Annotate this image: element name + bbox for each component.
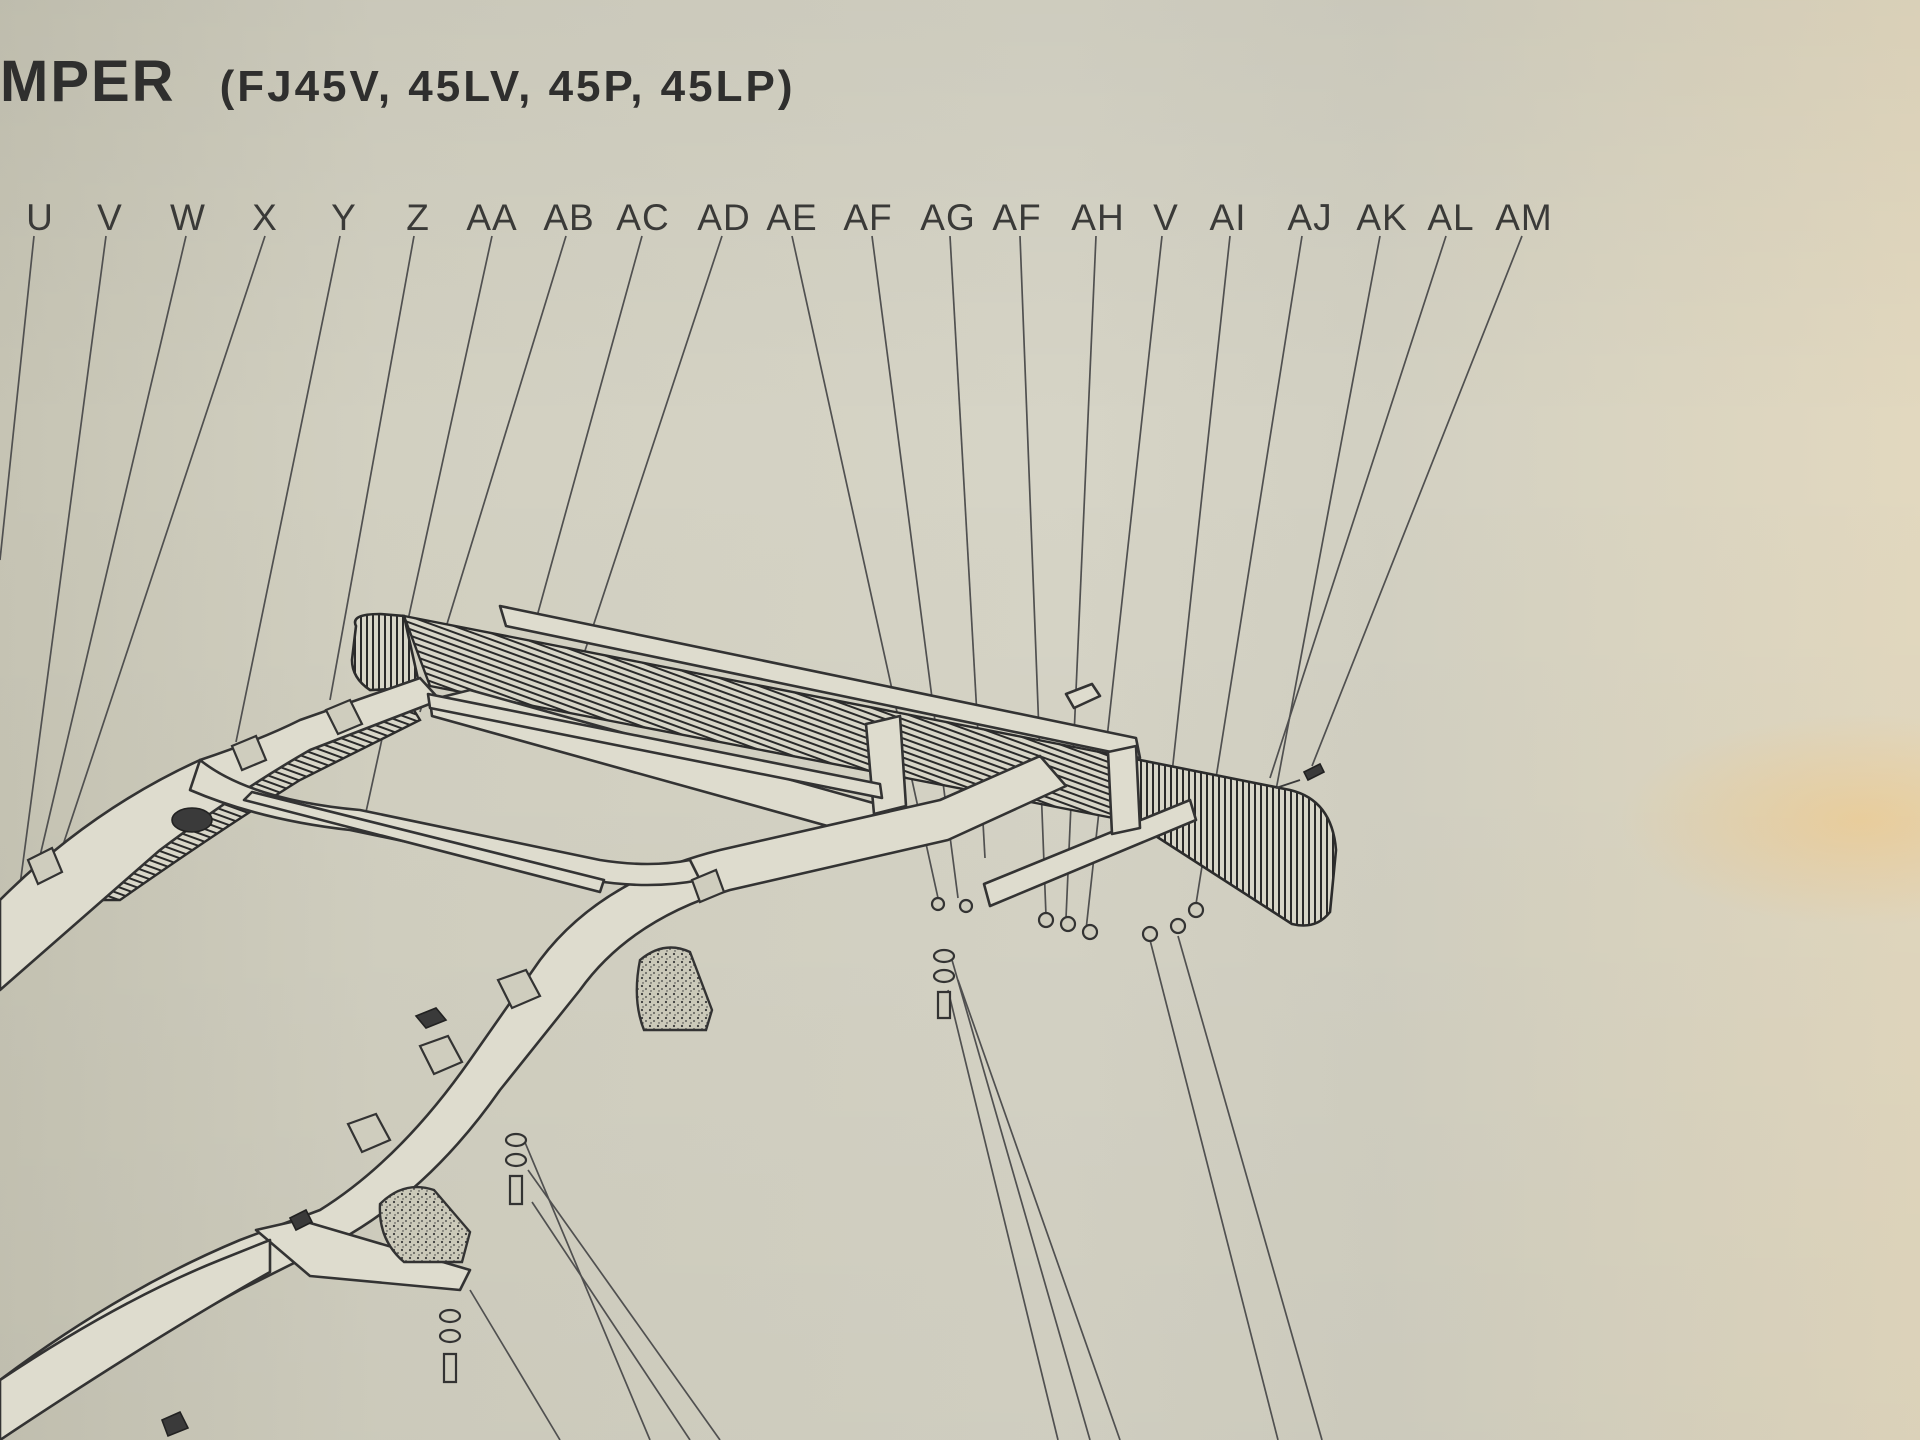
leader-line xyxy=(1167,235,1231,811)
leader-line xyxy=(329,235,415,701)
callout-label: AM xyxy=(1495,197,1553,238)
leader-line xyxy=(57,235,266,861)
callout-label: Z xyxy=(406,197,430,238)
frame-left-rail xyxy=(0,676,442,992)
frame-crossmember-bar xyxy=(242,790,606,894)
leader-line xyxy=(1275,235,1381,791)
leader-line xyxy=(951,959,1091,1440)
leader-line xyxy=(523,1139,651,1440)
frame-lightening-hole xyxy=(171,807,213,833)
body-mount-bracket xyxy=(324,698,364,736)
callout-label: AI xyxy=(1210,197,1247,238)
leader-line xyxy=(947,989,1059,1440)
washer-icon xyxy=(438,1328,462,1344)
nut-icon xyxy=(1187,901,1205,919)
callout-label: AH xyxy=(1071,197,1124,238)
body-mount-bracket xyxy=(418,1034,464,1076)
nut-icon xyxy=(958,898,974,914)
bolt-icon xyxy=(508,1174,524,1206)
nut-icon xyxy=(1169,917,1187,935)
leader-line xyxy=(17,235,107,901)
leader-line xyxy=(0,235,35,561)
bumper-top-rail xyxy=(498,604,1142,760)
callout-label: AB xyxy=(543,197,594,238)
callout-label: AJ xyxy=(1287,197,1332,238)
leader-line xyxy=(531,1201,691,1440)
callout-label: AG xyxy=(920,197,975,238)
bumper-assembly xyxy=(350,604,1338,927)
bumper-stay xyxy=(1106,744,1142,836)
body-mount-bracket xyxy=(26,846,64,886)
body-mount-bracket xyxy=(346,1112,392,1154)
washer-icon xyxy=(504,1152,528,1168)
callout-label: V xyxy=(97,197,123,238)
callout-label: AK xyxy=(1356,197,1407,238)
bumper-bolt-shank xyxy=(1275,779,1301,789)
washer-icon xyxy=(932,948,956,964)
body-mount-bracket xyxy=(230,734,268,772)
callout-labels: U V W X Y Z AA AB AC AD AE AF AG AF AH V… xyxy=(26,197,1553,238)
leader-line xyxy=(469,1289,561,1440)
leader-line xyxy=(571,235,723,691)
washer-icon xyxy=(932,968,956,984)
bolt-icon xyxy=(936,990,952,1020)
leader-line xyxy=(1311,235,1523,767)
callout-label: X xyxy=(252,197,278,238)
engine-mount-bracket xyxy=(635,946,714,1032)
engine-mount-bracket xyxy=(378,1185,472,1264)
callout-label: U xyxy=(26,197,54,238)
body-mount-bracket xyxy=(496,968,542,1010)
fastener-hardware xyxy=(438,896,1205,1384)
frame-crossmember-bar xyxy=(426,692,884,800)
callout-label: AC xyxy=(616,197,669,238)
section-title-text: MPER xyxy=(0,49,176,114)
callout-label: AL xyxy=(1427,197,1474,238)
frame-assembly xyxy=(0,676,1068,1440)
leader-line xyxy=(791,235,939,899)
leader-line xyxy=(1149,939,1279,1440)
leader-line xyxy=(527,1169,721,1440)
body-mount-bracket xyxy=(690,868,726,904)
callout-label: AA xyxy=(466,197,517,238)
nut-icon xyxy=(930,896,946,912)
leader-line xyxy=(1019,235,1047,917)
frame-front-crossmember xyxy=(0,1238,272,1440)
body-mount-pad xyxy=(160,1410,190,1438)
callout-label: AD xyxy=(697,197,750,238)
bumper-mount-plate xyxy=(1064,682,1102,710)
washer-icon xyxy=(438,1308,462,1324)
washer-icon xyxy=(504,1132,528,1148)
callout-label: V xyxy=(1153,197,1179,238)
leader-line xyxy=(1177,935,1323,1440)
callout-label: AF xyxy=(992,197,1041,238)
callout-label: AF xyxy=(843,197,892,238)
leader-line xyxy=(1269,235,1447,779)
nut-icon xyxy=(1059,915,1077,933)
callout-label: Y xyxy=(331,197,357,238)
body-mount-pad xyxy=(414,1007,448,1029)
leader-line xyxy=(1065,235,1097,919)
model-codes: (FJ45V, 45LV, 45P, 45LP) xyxy=(219,62,796,111)
section-title: MPER (FJ45V, 45LV, 45P, 45LP) xyxy=(0,48,795,115)
nut-icon xyxy=(1081,923,1099,941)
leader-line xyxy=(871,235,959,899)
bolt-icon xyxy=(442,1352,458,1384)
leader-line xyxy=(957,979,1121,1440)
leader-line xyxy=(235,235,341,743)
nut-icon xyxy=(1141,925,1159,943)
leader-line xyxy=(31,235,187,891)
bumper-bolt xyxy=(1302,762,1326,782)
leader-line xyxy=(535,235,643,621)
rear-bumper-right-end xyxy=(1118,754,1338,927)
bumper-stay xyxy=(864,714,908,816)
callout-label: W xyxy=(170,197,206,238)
callout-label: AE xyxy=(766,197,817,238)
nut-icon xyxy=(1037,911,1055,929)
body-mount-pad xyxy=(288,1208,314,1232)
